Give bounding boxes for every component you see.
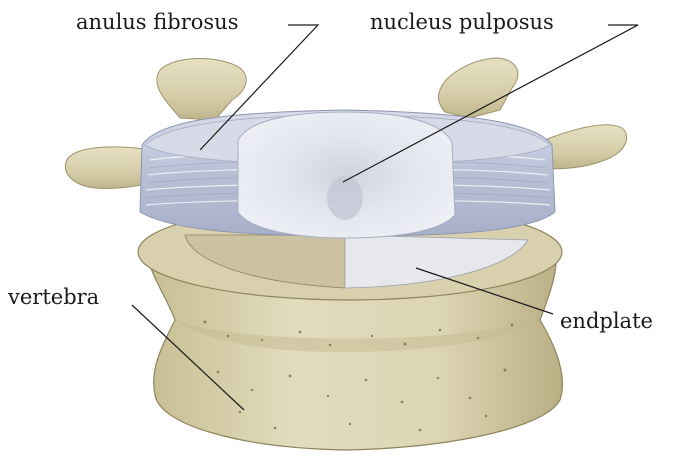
spinous-process-right <box>438 58 517 118</box>
label-anulus-fibrosus: anulus fibrosus <box>76 12 238 33</box>
label-nucleus-pulposus: nucleus pulposus <box>370 12 554 33</box>
label-vertebra: vertebra <box>8 287 99 308</box>
label-endplate: endplate <box>560 311 653 332</box>
spinous-process-left <box>157 58 246 120</box>
transverse-process-right <box>545 125 627 169</box>
